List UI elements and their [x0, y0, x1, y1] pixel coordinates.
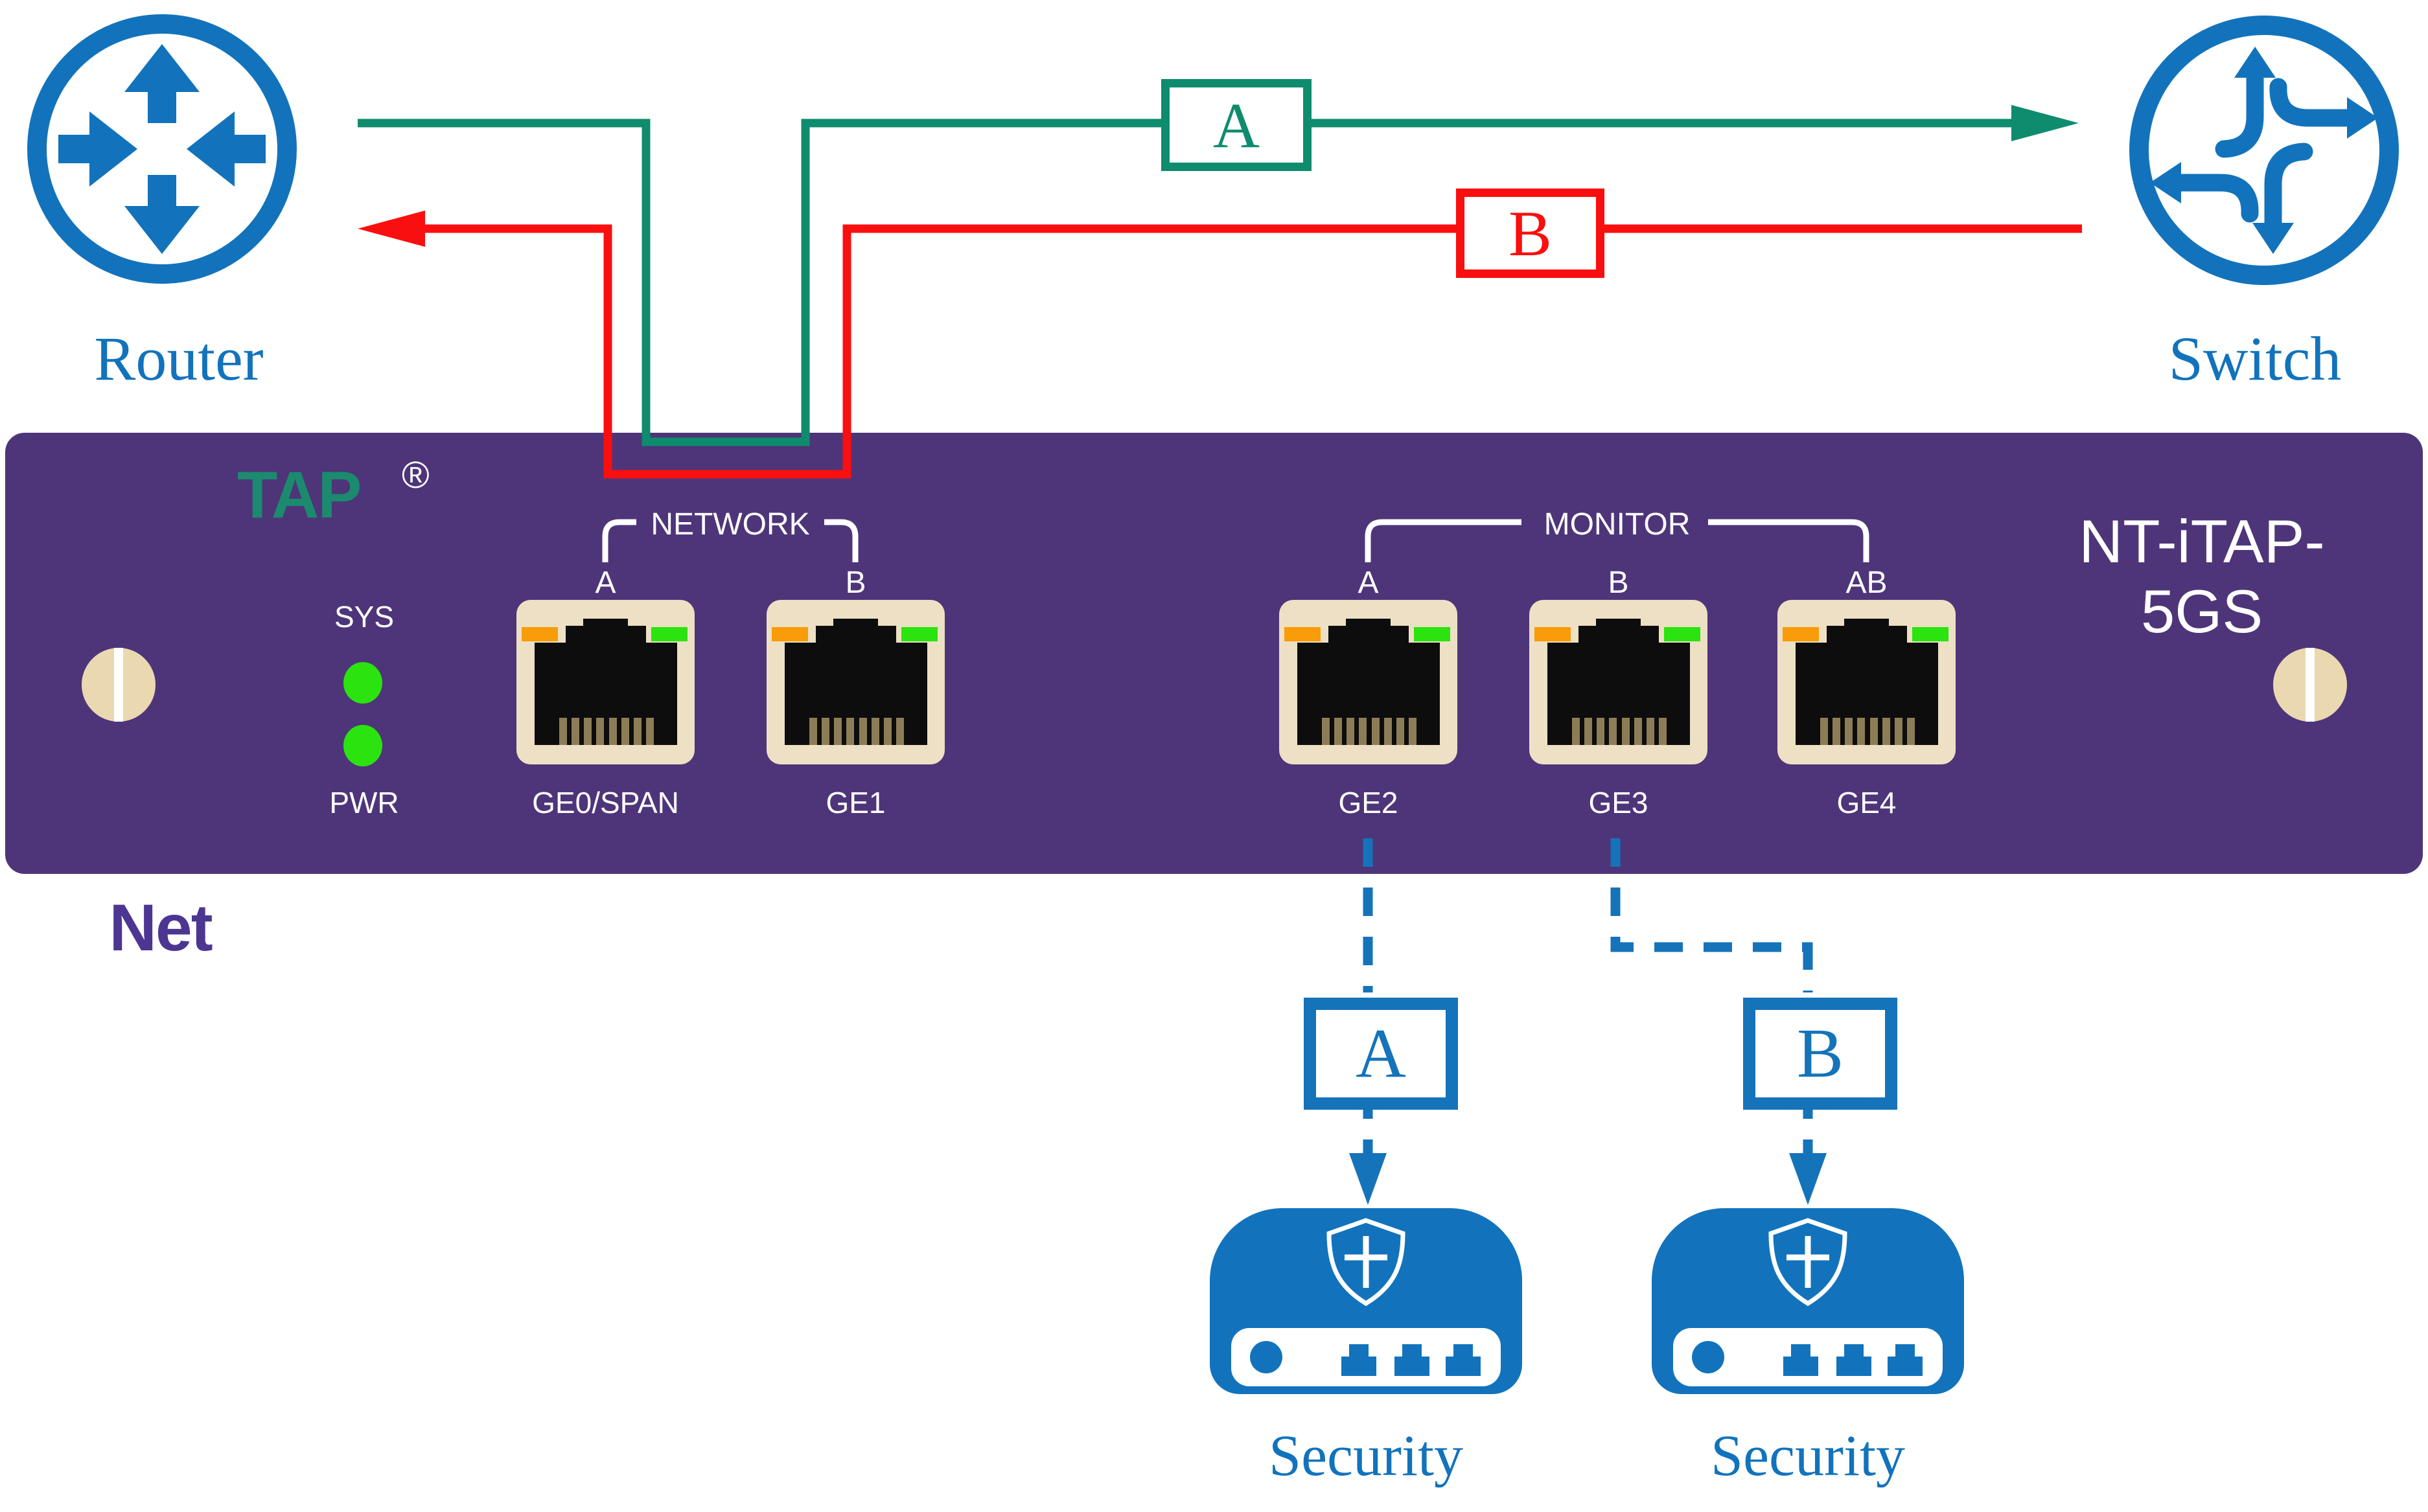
rj45-jack-icon [1596, 619, 1641, 628]
flow-a-tag-letter: A [1212, 89, 1260, 161]
flow-b-tag: B [1456, 189, 1604, 278]
rj45-pins-icon [1322, 718, 1416, 745]
registered-trademark-icon: ® [402, 454, 430, 496]
monitor-feed-b-tag: B [1743, 998, 1897, 1110]
flow-a-arrowhead-icon [2011, 105, 2079, 141]
rj45-jack-icon [583, 619, 628, 628]
port-ge2 [1279, 600, 1457, 764]
port-ge2-name: GE2 [1338, 786, 1398, 819]
port-led-green-icon [1414, 627, 1450, 641]
model-number: NT-iTAP-5GS [2079, 507, 2325, 645]
panel-screw-left-icon [82, 648, 156, 722]
ethernet-port-icon [1394, 1344, 1429, 1376]
pwr-led-label: PWR [329, 786, 399, 819]
network-bracket-icon [602, 519, 859, 562]
power-dot-icon [1250, 1341, 1282, 1373]
monitor-feed-b-arrowhead-icon [1789, 1153, 1827, 1205]
ethernet-port-icon [1888, 1344, 1923, 1376]
shield-cross-icon [1768, 1218, 1847, 1307]
rj45-jack-icon [1844, 619, 1889, 628]
network-group-label: NETWORK [651, 507, 810, 542]
monitor-feed-b-dashed-line [1610, 838, 1813, 992]
flow-b-tag-letter: B [1509, 197, 1552, 269]
port-led-green-icon [651, 627, 688, 641]
port-led-orange-icon [522, 627, 558, 641]
switch-icon [2129, 16, 2399, 285]
security-appliance-right-faceplate [1673, 1328, 1943, 1386]
monitor-feed-a-tag: A [1304, 998, 1458, 1110]
port-led-orange-icon [1284, 627, 1321, 641]
rj45-jack-icon [1827, 626, 1907, 644]
flow-b-line [419, 224, 2084, 479]
rj45-pins-icon [1820, 718, 1915, 745]
port-led-orange-icon [772, 627, 808, 641]
logo-tap-text: TAP [237, 458, 362, 532]
port-ge1 [767, 600, 945, 764]
port-ge4-name: GE4 [1836, 786, 1897, 819]
router-icon [27, 14, 297, 284]
rj45-pins-icon [1572, 718, 1667, 745]
monitor-feed-a-letter: A [1356, 1014, 1406, 1092]
port-ge1-name: GE1 [826, 786, 886, 819]
security-left-label: Security [1269, 1424, 1463, 1488]
port-led-orange-icon [1534, 627, 1571, 641]
nettap-front-panel: Net [5, 433, 2423, 967]
switch-figure: Switch [2082, 0, 2428, 421]
port-ge4 [1777, 600, 1956, 764]
flow-b-arrowhead-icon [358, 211, 425, 247]
port-led-green-icon [1912, 627, 1948, 641]
ethernet-port-icon [1783, 1344, 1818, 1376]
shield-cross-icon [1326, 1218, 1405, 1307]
rj45-jack-icon [1578, 626, 1659, 644]
rj45-pins-icon [809, 718, 904, 745]
port-ge0-name: GE0/SPAN [532, 786, 679, 819]
ethernet-port-icon [1341, 1344, 1376, 1376]
power-dot-icon [1692, 1341, 1724, 1373]
monitor-group-label: MONITOR [1544, 507, 1691, 542]
port-ge0-letter: A [595, 566, 616, 600]
panel-screw-right-icon [2273, 648, 2347, 722]
flow-a-line [358, 119, 2025, 446]
flow-a-tag: A [1161, 79, 1312, 171]
sys-led-label: SYS [334, 600, 395, 634]
monitor-bracket-icon [1365, 519, 1869, 562]
port-ge3 [1529, 600, 1707, 764]
port-ge2-letter: A [1358, 566, 1379, 600]
rj45-pins-icon [559, 718, 654, 745]
router-label: Router [94, 324, 264, 393]
nettap-logo: Net [80, 888, 241, 967]
port-ge3-letter: B [1608, 566, 1629, 600]
port-led-green-icon [1664, 627, 1700, 641]
rj45-jack-icon [566, 626, 646, 644]
monitor-feed-a-arrowhead-icon [1349, 1153, 1387, 1205]
pwr-led-indicator [343, 725, 382, 766]
port-ge4-letter: AB [1845, 566, 1888, 600]
rj45-jack-icon [816, 626, 896, 644]
rj45-jack-icon [1346, 619, 1391, 628]
port-ge1-letter: B [845, 566, 866, 600]
monitor-feed-b-letter: B [1796, 1014, 1844, 1092]
port-led-green-icon [901, 627, 938, 641]
security-appliance-left-faceplate [1231, 1328, 1501, 1386]
rj45-jack-icon [1328, 626, 1409, 644]
sys-led-indicator [343, 662, 382, 704]
port-ge3-name: GE3 [1588, 786, 1648, 819]
rj45-jack-icon [833, 619, 878, 628]
port-led-orange-icon [1783, 627, 1819, 641]
router-figure: Router [0, 0, 358, 421]
ethernet-port-icon [1836, 1344, 1871, 1376]
security-right-label: Security [1711, 1424, 1905, 1488]
logo-net-text: Net [109, 890, 213, 965]
ethernet-port-icon [1446, 1344, 1481, 1376]
port-ge0-span [516, 600, 695, 764]
switch-label: Switch [2168, 324, 2342, 393]
